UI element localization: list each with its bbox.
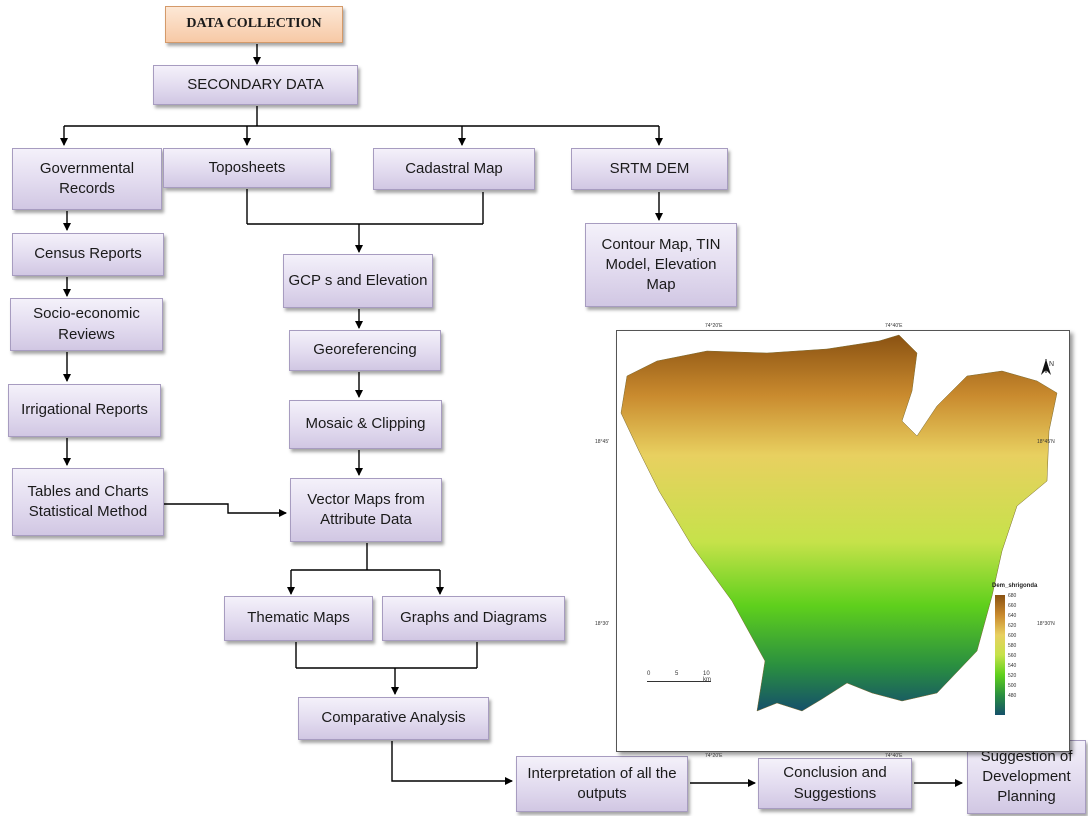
- contour-map-box: Contour Map, TIN Model, Elevation Map: [585, 223, 737, 307]
- legend-labels: 680 660 640 620 600 580 560 540 520 500 …: [1008, 593, 1016, 703]
- interpretation-box: Interpretation of all the outputs: [516, 756, 688, 812]
- scale-bar-line: [647, 681, 711, 682]
- map-tick-right-upper: 18°45'N: [1037, 439, 1055, 445]
- legend-color-bar: [995, 595, 1005, 715]
- dem-map: 74°20'E 74°40'E 74°20'E 74°40'E 18°45' 1…: [595, 323, 1070, 759]
- irrigational-reports-box: Irrigational Reports: [8, 384, 161, 437]
- legend-label: 480: [1008, 693, 1017, 699]
- legend-label: 520: [1008, 673, 1017, 679]
- map-tick-bottom-left: 74°20'E: [705, 753, 723, 759]
- secondary-data-box: SECONDARY DATA: [153, 65, 358, 105]
- toposheets-box: Toposheets: [163, 148, 331, 188]
- legend-label: 640: [1008, 613, 1017, 619]
- mosaic-clipping-box: Mosaic & Clipping: [289, 400, 442, 449]
- map-tick-bottom-right: 74°40'E: [885, 753, 903, 759]
- map-tick-right-lower: 18°30'N: [1037, 621, 1055, 627]
- legend-label: 500: [1008, 683, 1017, 689]
- tables-charts-box: Tables and Charts Statistical Method: [12, 468, 164, 536]
- cadastral-map-box: Cadastral Map: [373, 148, 535, 190]
- scale-label-0: 0: [647, 671, 651, 677]
- map-tick-left-lower: 18°30': [595, 621, 610, 627]
- governmental-records-box: Governmental Records: [12, 148, 162, 210]
- socio-economic-box: Socio-economic Reviews: [10, 298, 163, 351]
- graphs-diagrams-box: Graphs and Diagrams: [382, 596, 565, 641]
- vector-maps-box: Vector Maps from Attribute Data: [290, 478, 442, 542]
- legend-label: 680: [1008, 593, 1017, 599]
- map-legend: Dem_shrigonda 680 660 640 620 600 580 56…: [992, 583, 1052, 715]
- map-tick-left-upper: 18°45': [595, 439, 610, 445]
- thematic-maps-box: Thematic Maps: [224, 596, 373, 641]
- legend-label: 580: [1008, 643, 1017, 649]
- census-reports-box: Census Reports: [12, 233, 164, 276]
- legend-label: 540: [1008, 663, 1017, 669]
- map-tick-top-right: 74°40'E: [885, 323, 903, 329]
- legend-label: 560: [1008, 653, 1017, 659]
- dem-map-terrain: [620, 334, 1058, 712]
- legend-label: 620: [1008, 623, 1017, 629]
- dem-terrain-shape: [620, 334, 1058, 712]
- legend-title: Dem_shrigonda: [992, 583, 1038, 589]
- legend-label: 660: [1008, 603, 1017, 609]
- conclusion-box: Conclusion and Suggestions: [758, 758, 912, 809]
- map-tick-top-left: 74°20'E: [705, 323, 723, 329]
- legend-label: 600: [1008, 633, 1017, 639]
- suggestion-box: Suggestion of Development Planning: [967, 740, 1086, 814]
- gcps-elevation-box: GCP s and Elevation: [283, 254, 433, 308]
- data-collection-box: DATA COLLECTION: [165, 6, 343, 43]
- srtm-dem-box: SRTM DEM: [571, 148, 728, 190]
- comparative-analysis-box: Comparative Analysis: [298, 697, 489, 740]
- scale-bar: 0 5 10 km: [647, 667, 717, 687]
- scale-label-5: 5: [675, 671, 679, 677]
- scale-label-10: 10 km: [703, 671, 711, 683]
- georeferencing-box: Georeferencing: [289, 330, 441, 371]
- north-label: N: [1049, 361, 1055, 368]
